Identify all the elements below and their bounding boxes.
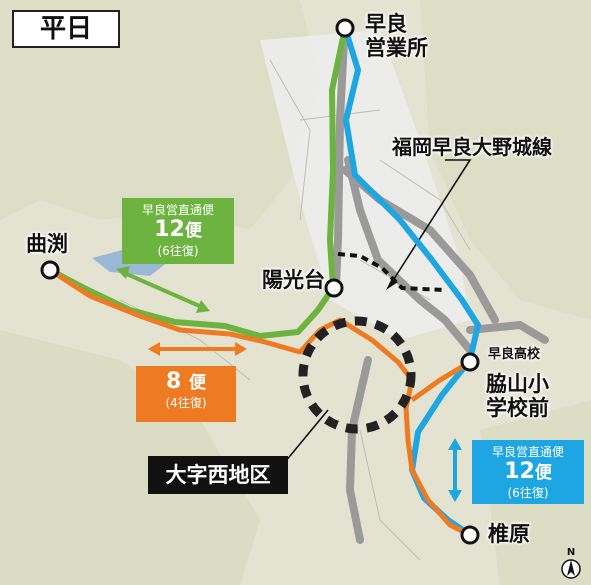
- green-arrow: [116, 266, 210, 313]
- orange-route: [48, 267, 472, 538]
- blue-box-title: 早良営直通便: [491, 445, 564, 459]
- compass-icon: [561, 559, 581, 579]
- blue-box-sub: (6往復): [507, 486, 549, 501]
- mountain-area: [420, 0, 591, 320]
- district-boundary: [298, 316, 416, 434]
- green-service-box: 早良営直通便 12便 (6往復): [122, 198, 234, 264]
- district-label: 大字西地区: [148, 456, 288, 494]
- label-road: 福岡早良大野城線: [392, 135, 552, 159]
- blue-arrow: [448, 438, 462, 502]
- stop-marker-shiibaru: [460, 525, 480, 545]
- day-label: 平日: [12, 10, 120, 48]
- label-sawara-office: 早良 営業所: [365, 12, 428, 61]
- green-box-count-unit: 便: [184, 221, 202, 241]
- orange-route-branch: [410, 359, 472, 403]
- stop-marker-sawara-office: [335, 18, 355, 38]
- orange-box-count: 8 便: [136, 369, 236, 394]
- green-box-sub: (6往復): [157, 244, 199, 259]
- stop-marker-magaribuchi: [40, 260, 60, 280]
- green-box-count-number: 12: [154, 217, 185, 242]
- planned-road: [337, 252, 445, 292]
- blue-box-count: 12便: [472, 459, 584, 484]
- mountain-area: [0, 0, 320, 230]
- north-label: N: [566, 547, 576, 558]
- blue-box-count-number: 12: [504, 459, 535, 484]
- stop-marker-wakiyama: [460, 352, 480, 372]
- label-shiibaru: 椎原: [488, 522, 530, 546]
- orange-arrow: [148, 342, 247, 356]
- stop-marker-yokodai: [324, 278, 344, 298]
- north-arrow: N: [556, 548, 586, 582]
- green-box-count: 12便: [122, 217, 234, 242]
- label-magaribuchi: 曲渕: [26, 232, 68, 256]
- trunk-road: [332, 36, 549, 544]
- orange-box-count-unit: 便: [188, 373, 206, 393]
- orange-service-box: 8 便 (4往復): [136, 366, 236, 422]
- green-box-title: 早良営直通便: [141, 203, 214, 217]
- road-label-arrowhead: [386, 278, 398, 290]
- label-sawara-high: 早良高校: [488, 347, 541, 362]
- blue-service-box: 早良営直通便 12便 (6往復): [472, 440, 584, 504]
- label-yokodai: 陽光台: [262, 268, 325, 292]
- orange-box-count-number: 8: [166, 369, 182, 394]
- district-leader: [284, 409, 329, 463]
- mountain-area: [0, 330, 260, 585]
- label-wakiyama: 脇山小 学校前: [486, 372, 549, 421]
- orange-box-sub: (4往復): [165, 396, 207, 411]
- blue-box-count-unit: 便: [534, 463, 552, 483]
